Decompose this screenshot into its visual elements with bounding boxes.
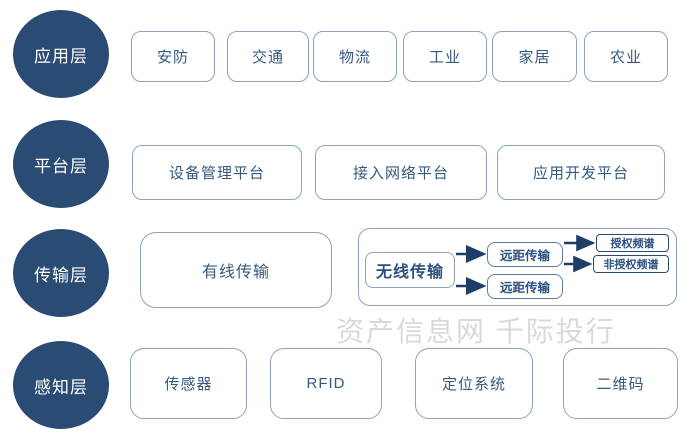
application-item-traffic: 交通 <box>227 31 309 82</box>
unlicensed-spectrum-box: 非授权频谱 <box>593 255 669 273</box>
platform-item-app-development: 应用开发平台 <box>497 145 665 200</box>
watermark-text: 资产信息网 千际投行 <box>336 316 616 347</box>
perception-layer-circle: 感知层 <box>13 341 109 429</box>
perception-item-qrcode: 二维码 <box>563 348 678 419</box>
perception-item-rfid: RFID <box>270 348 382 419</box>
application-layer-circle: 应用层 <box>13 10 109 98</box>
application-item-home: 家居 <box>492 31 577 82</box>
wired-transmission-box: 有线传输 <box>140 232 332 308</box>
long-range-transmission-bottom-box: 远距传输 <box>487 274 563 299</box>
platform-layer-circle: 平台层 <box>13 120 109 208</box>
transmission-layer-circle: 传输层 <box>13 229 109 317</box>
application-item-logistics: 物流 <box>313 31 397 82</box>
licensed-spectrum-box: 授权频谱 <box>596 234 669 252</box>
application-item-industry: 工业 <box>403 31 487 82</box>
platform-item-device-management: 设备管理平台 <box>132 145 302 200</box>
perception-item-positioning: 定位系统 <box>415 348 533 419</box>
long-range-transmission-top-box: 远距传输 <box>487 242 563 267</box>
application-item-security: 安防 <box>131 31 215 82</box>
perception-item-sensor: 传感器 <box>130 348 247 419</box>
wireless-transmission-box: 无线传输 <box>365 252 455 288</box>
platform-item-network-access: 接入网络平台 <box>315 145 487 200</box>
application-item-agriculture: 农业 <box>584 31 668 82</box>
